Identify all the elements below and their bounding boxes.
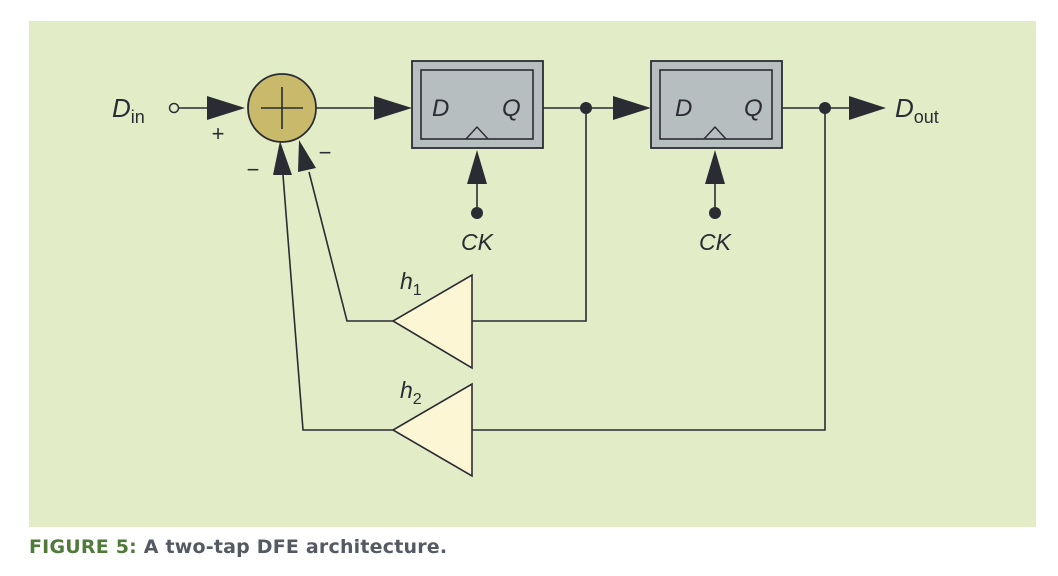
ck2-label: CK <box>699 229 733 255</box>
tap1-minus-arrow-icon <box>298 140 316 172</box>
tap2-minus-arrow-icon <box>273 141 292 175</box>
figure-caption: FIGURE 5: A two-tap DFE architecture. <box>29 536 447 558</box>
ck1-label: CK <box>461 229 495 255</box>
tap1-amplifier <box>391 273 473 370</box>
input-terminal <box>168 102 180 114</box>
flipflop-1: D Q <box>411 60 544 149</box>
tap2-amplifier <box>391 382 473 478</box>
minus-sign-2: − <box>247 157 260 182</box>
ff1-clock-triangle-icon <box>465 125 489 140</box>
ck2-arrow-icon <box>705 150 725 184</box>
ck1-terminal <box>471 207 483 219</box>
tap2-feedback-wire <box>472 108 826 431</box>
ff2-q-label: Q <box>744 95 763 122</box>
output-arrow-icon <box>849 96 886 120</box>
plus-sign: + <box>212 121 225 146</box>
ck2-terminal <box>709 207 721 219</box>
tap2-return-wire <box>282 174 393 431</box>
ck1-arrow-icon <box>467 150 487 184</box>
tap1-feedback-wire <box>472 108 587 322</box>
ff2-d-label: D <box>675 95 692 122</box>
ff2-clock-triangle-icon <box>703 125 727 140</box>
caption-text: A two-tap DFE architecture. <box>136 536 448 558</box>
output-label: Dout <box>895 93 939 127</box>
tap2-label: h2 <box>400 377 422 408</box>
tap1-label: h1 <box>400 268 422 299</box>
ff2-input-arrow-icon <box>613 96 651 120</box>
caption-prefix: FIGURE 5: <box>29 536 137 558</box>
input-arrow-icon <box>207 96 245 120</box>
tap1-return-wire <box>308 171 393 322</box>
ff1-input-arrow-icon <box>374 96 412 120</box>
flipflop-2: D Q <box>650 60 783 149</box>
summer-adder <box>247 73 317 143</box>
ff1-d-label: D <box>432 95 449 122</box>
minus-sign-1: − <box>319 140 332 165</box>
ff1-q-label: Q <box>502 95 521 122</box>
input-label: Din <box>112 93 145 127</box>
